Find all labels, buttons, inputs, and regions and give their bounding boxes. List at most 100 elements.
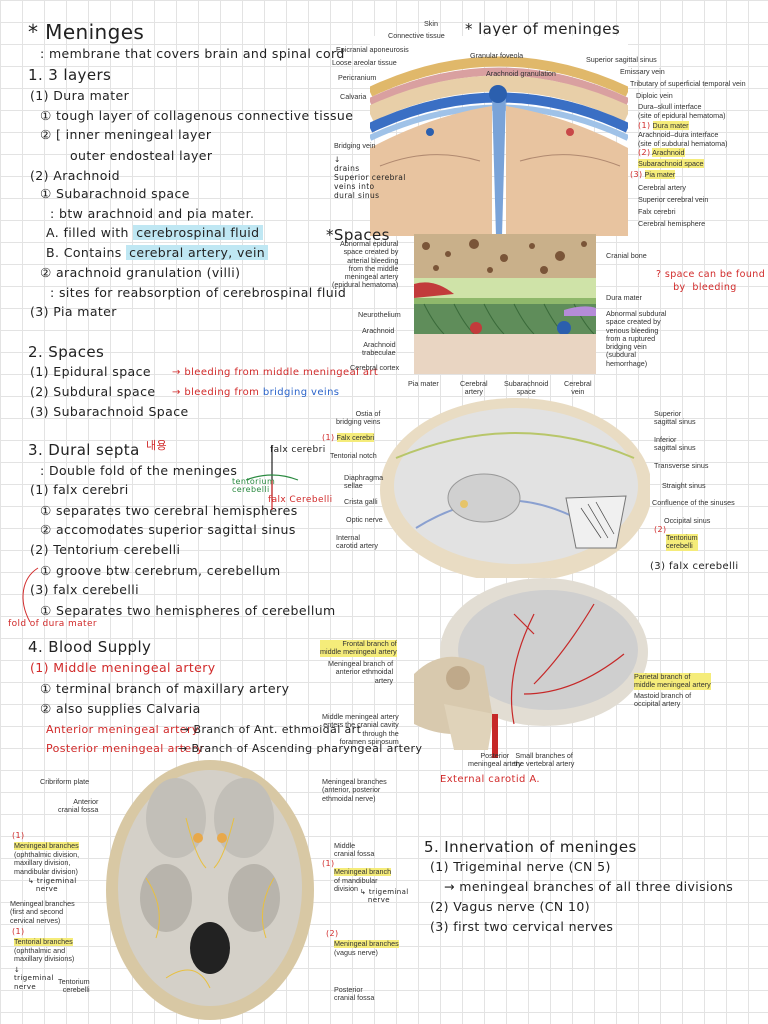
- number-mark: (2): [654, 525, 667, 534]
- note-line: ② arachnoid granulation (villi): [40, 265, 241, 280]
- figure-label: Pia mater: [408, 379, 439, 388]
- figure-label: Superior cerebral vein: [638, 195, 709, 204]
- figure-label: Middle meningeal artery enters the crani…: [322, 712, 399, 746]
- note-line: (3) falx cerebelli: [30, 582, 139, 597]
- page-title: * Meninges: [28, 20, 145, 44]
- figure-label: Meningeal branches (anterior, posterior …: [322, 777, 387, 803]
- number-mark: (1): [322, 433, 335, 442]
- figure-label: Meningeal branches (first and second cer…: [10, 899, 75, 925]
- note-line: ② accomodates superior sagittal sinus: [40, 522, 296, 537]
- note-line: (2) Tentorium cerebelli: [30, 542, 181, 557]
- figure-label: Cerebral artery: [638, 183, 686, 192]
- highlight-text: cerebral artery, vein: [126, 245, 269, 260]
- note-line: Posterior meningeal artery: [46, 742, 204, 755]
- figure-label: Loose areolar tissue: [332, 58, 397, 67]
- note-line: → Branch of Ascending pharyngeal artery: [178, 742, 423, 755]
- note-line: : Double fold of the meninges: [40, 463, 238, 478]
- note-line: ① separates two cerebral hemispheres: [40, 503, 298, 518]
- note-line: ① tough layer of collagenous connective …: [40, 108, 354, 123]
- figure-label: Optic nerve: [346, 515, 383, 524]
- sketch-label: tentorium cerebelli: [232, 477, 276, 494]
- figure-label: of mandibular division: [334, 876, 378, 894]
- figure-label: Epicranial aponeurosis: [336, 45, 409, 54]
- figure-label: Tentorium cerebelli: [58, 977, 90, 995]
- figure-label: Arachnoid: [362, 326, 395, 335]
- note-annotation: → bleeding from middle meningeal art: [172, 367, 379, 378]
- figure-label: Diploic vein: [636, 91, 673, 100]
- note-line: → Branch of Ant. ethmoidal art: [180, 723, 362, 736]
- figure-handwritten-note: External carotid A.: [440, 774, 540, 785]
- figure-handwritten-note: ↓ drains Superior cerebral veins into du…: [334, 155, 406, 200]
- figure-label: Confluence of the sinuses: [652, 498, 735, 507]
- figure-label: Tributary of superficial temporal vein: [630, 79, 746, 88]
- note-annotation: fold of dura mater: [8, 619, 98, 629]
- number-mark: (2): [638, 148, 651, 157]
- note-line: (3) Subarachnoid Space: [30, 404, 189, 419]
- note-line: outer endosteal layer: [70, 148, 213, 163]
- note-line: Anterior meningeal artery: [46, 723, 199, 736]
- note-line: (1) Epidural space: [30, 364, 151, 379]
- figure-label: Pericranium: [338, 73, 377, 82]
- figure-label: Dura–skull interface: [638, 102, 702, 111]
- figure-label-highlight: Meningeal branches: [14, 841, 79, 851]
- figure-handwritten-note: ↳ trigeminal nerve: [28, 877, 77, 894]
- figure-label: Neurothelium: [358, 310, 401, 319]
- spaces-illustration: [414, 234, 596, 374]
- septa-sketch: [245, 445, 299, 510]
- figure-label: Calvaria: [340, 92, 367, 101]
- figure-label: Posterior meningeal artery: [468, 751, 522, 769]
- figure-label: (vagus nerve): [334, 948, 378, 957]
- figure-label: Ostia of bridging veins: [336, 409, 381, 427]
- figure-label: Anterior cranial fossa: [58, 797, 99, 815]
- figure-title: * layer of meninges: [465, 20, 621, 38]
- figure-label: (site of epidural hematoma): [638, 111, 726, 120]
- note-line: ② also supplies Calvaria: [40, 701, 201, 716]
- note-line: (3) Pia mater: [30, 304, 117, 319]
- figure-label-highlight: Tentorium cerebelli: [666, 533, 698, 551]
- note-annotation: → bleeding from bridging veins: [172, 388, 339, 398]
- note-line: ① Separates two hemispheres of cerebellu…: [40, 603, 336, 618]
- figure-label-highlight: Pia mater: [644, 170, 676, 179]
- figure-handwritten-note: ↓ trigeminal nerve: [14, 966, 54, 991]
- figure-label: Small branches of the vertebral artery: [514, 751, 575, 769]
- figure-label: Tentorial notch: [330, 451, 377, 460]
- figure-label: (ophthalmic and maxillary divisions): [14, 946, 75, 964]
- figure-label: Crista galli: [344, 497, 378, 506]
- figure-label: Dura mater: [606, 293, 642, 302]
- figure-label: Falx cerebri: [638, 207, 676, 216]
- figure-label: Arachnoid trabeculae: [362, 340, 396, 358]
- figure-label: (2) Arachnoid: [638, 148, 685, 157]
- figure-label: Superior sagittal sinus: [654, 409, 696, 427]
- note-line: : btw arachnoid and pia mater.: [50, 206, 255, 221]
- figure-label-highlight: Tentorial branches: [14, 937, 73, 947]
- figure-label: Abnormal epidural space created by arter…: [332, 239, 399, 290]
- figure-label: Subarachnoid space: [504, 379, 549, 397]
- innervation-illustration: [106, 760, 314, 1020]
- figure-label: Cerebral hemisphere: [638, 219, 706, 228]
- figure-label-highlight: Falx cerebri: [336, 433, 375, 442]
- figure-label: Superior sagittal sinus: [586, 55, 657, 64]
- note-line: (1) falx cerebri: [30, 482, 129, 497]
- figure-label: Middle cranial fossa: [334, 841, 375, 859]
- figure-label: Inferior sagittal sinus: [654, 435, 696, 453]
- note-line: ① groove btw cerebrum, cerebellum: [40, 563, 281, 578]
- note-annotation: 내용: [146, 439, 168, 452]
- definition: : membrane that covers brain and spinal …: [40, 46, 345, 61]
- figure-handwritten-note: ? space can be found by bleeding: [656, 269, 766, 294]
- note-line: ② [ inner meningeal layer: [40, 127, 212, 142]
- figure-label: (site of subdural hematoma): [638, 139, 728, 148]
- sketch-label: falx Cerebelli: [268, 495, 333, 505]
- figure-label: Posterior cranial fossa: [334, 985, 375, 1003]
- note-text: A. filled with: [46, 225, 129, 240]
- section-4-heading: 4. Blood Supply: [28, 638, 152, 656]
- figure-label: Subarachnoid space: [638, 159, 704, 168]
- figure-label-highlight: Dura mater: [652, 121, 689, 130]
- note-line: → meningeal branches of all three divisi…: [444, 879, 734, 894]
- note-line: ① terminal branch of maxillary artery: [40, 681, 290, 696]
- highlight-text: cerebrospinal fluid: [133, 225, 263, 240]
- figure-label: Meningeal branch of anterior ethmoidal a…: [328, 659, 394, 685]
- figure-label: (ophthalmic division, maxillary division…: [14, 850, 80, 876]
- section-1-heading: 1. 3 layers: [28, 66, 112, 84]
- note-text: B. Contains: [46, 245, 122, 260]
- figure-label-highlight: Parietal branch of middle meningeal arte…: [634, 672, 711, 690]
